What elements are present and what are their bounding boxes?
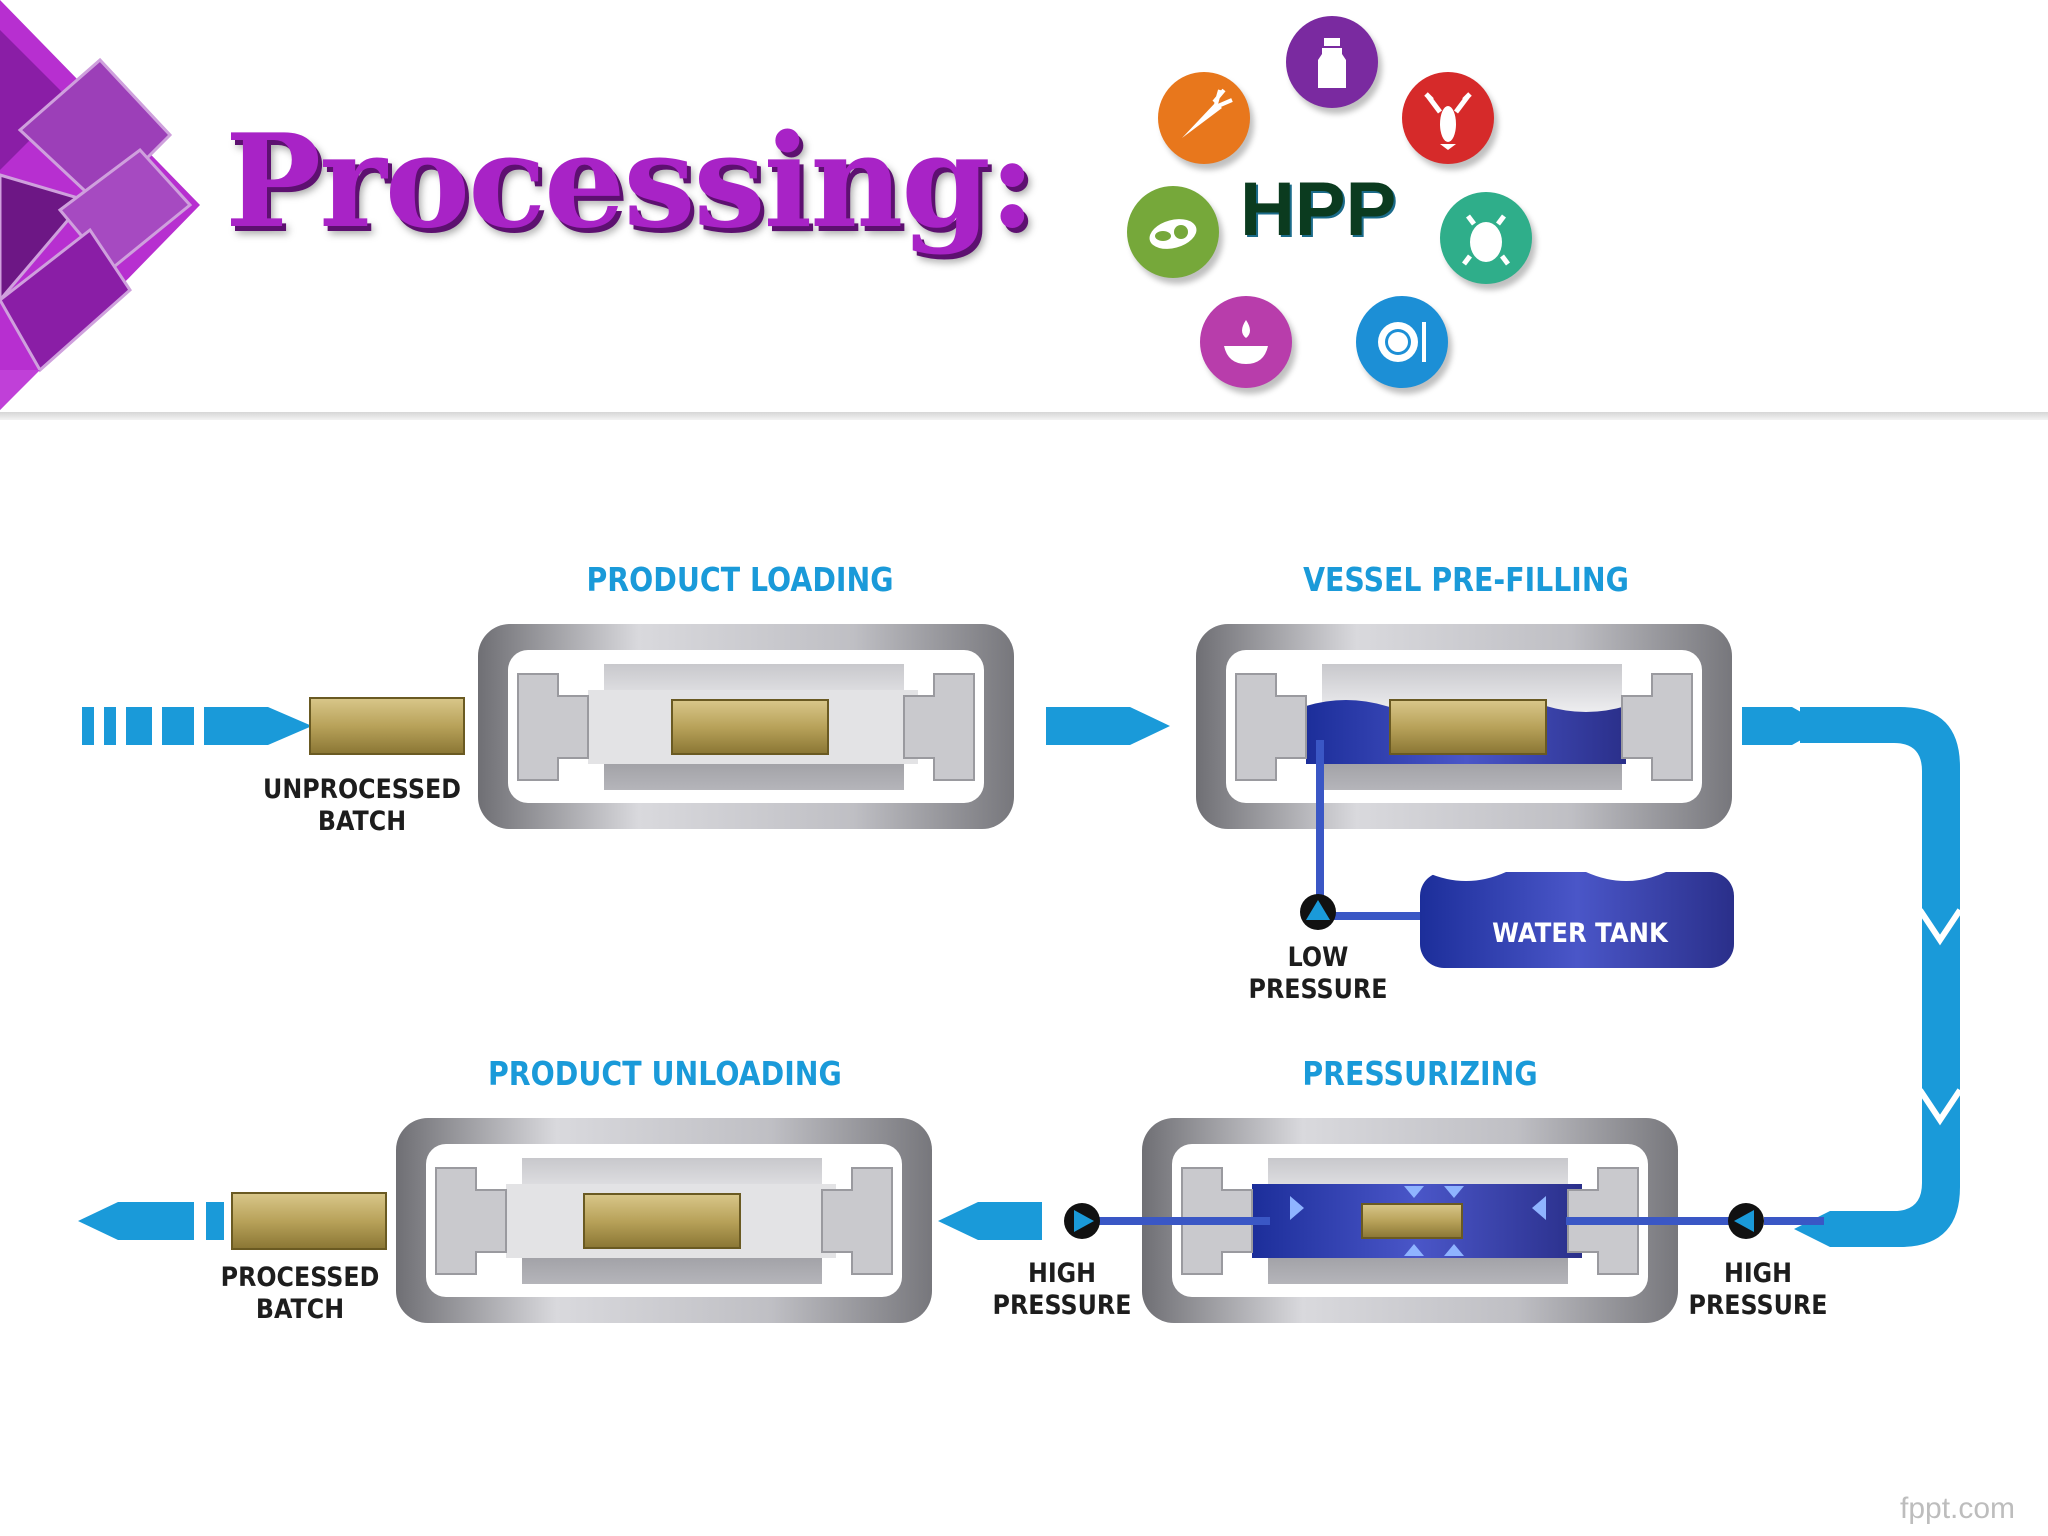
avocado-icon [1127,186,1219,278]
processed-batch-output [78,1192,387,1250]
watermark: fppt.com [1900,1492,2016,1525]
vessel-pre-filling [1196,624,1732,829]
processed-batch-label: PROCESSED BATCH [220,1262,380,1325]
high-pressure-left-label: HIGH PRESSURE [992,1258,1132,1321]
flow-arrow-pressurize-to-unload [938,1202,1042,1240]
slide-title: Processing: [225,107,1036,257]
slide-header [0,0,2048,412]
chicken-icon [1440,192,1532,284]
stage-label-product-unloading: PRODUCT UNLOADING [488,1054,842,1093]
high-pressure-right-label: HIGH PRESSURE [1688,1258,1828,1321]
stage-label-vessel-prefilling: VESSEL PRE-FILLING [1303,560,1629,599]
vessel-product-loading [478,624,1014,829]
vessel-pressurizing [1142,1118,1678,1323]
high-pressure-lines [1064,1203,1824,1239]
flow-arrow-loading-to-prefill [1046,707,1170,745]
carrot-icon [1158,72,1250,164]
water-tank-assembly [1300,740,1734,968]
batch-in-vessel [671,699,829,755]
plate-fork-icon [1356,296,1448,388]
lobster-icon [1402,72,1494,164]
unprocessed-batch-input [82,697,465,755]
sauce-bowl-icon [1200,296,1292,388]
stage-label-pressurizing: PRESSURIZING [1302,1054,1538,1093]
corner-decoration [0,0,200,410]
low-pressure-label: LOW PRESSURE [1248,942,1388,1005]
milk-bottle-icon [1286,16,1378,108]
vessel-product-unloading [396,1118,932,1323]
unprocessed-batch-label: UNPROCESSED BATCH [263,774,461,837]
header-divider [0,412,2048,420]
hpp-label: HPP [1240,167,1397,252]
stage-label-product-loading: PRODUCT LOADING [586,560,894,599]
water-tank-label: WATER TANK [1492,918,1668,949]
